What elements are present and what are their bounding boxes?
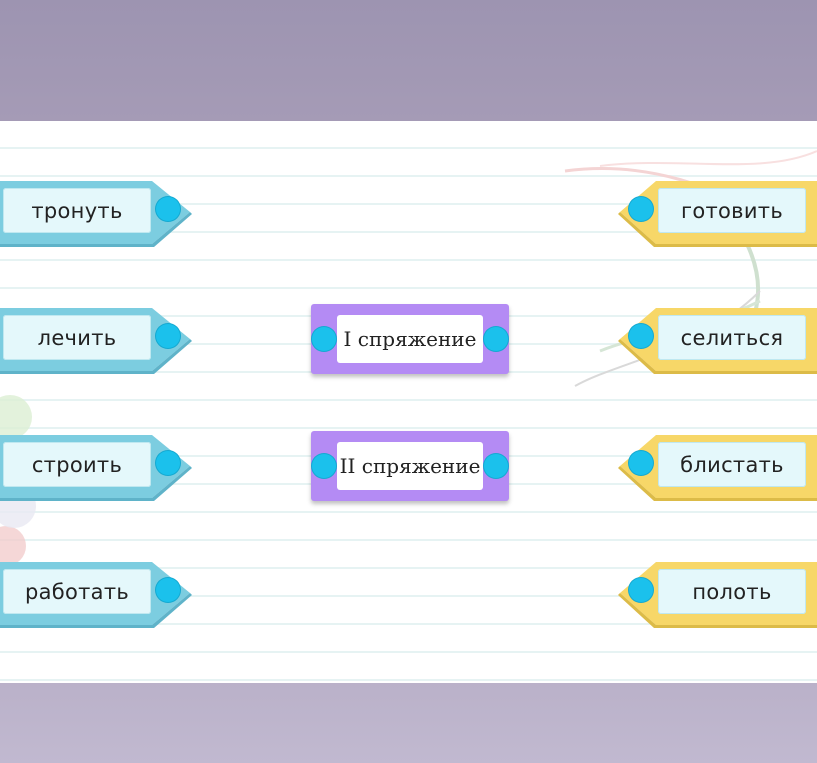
word-tag-right[interactable]: полоть: [618, 559, 817, 629]
word-label: полоть: [658, 569, 806, 614]
connector-dot[interactable]: [484, 327, 508, 351]
connector-dot[interactable]: [629, 197, 653, 221]
matching-board: тронуть лечить строить работать I спряже…: [0, 121, 817, 683]
word-tag-left[interactable]: работать: [0, 559, 192, 629]
word-label: тронуть: [3, 188, 151, 233]
category-label: II спряжение: [337, 442, 483, 490]
word-label: лечить: [3, 315, 151, 360]
connector-dot[interactable]: [629, 324, 653, 348]
word-label: селиться: [658, 315, 806, 360]
connector-dot[interactable]: [156, 197, 180, 221]
word-tag-left[interactable]: строить: [0, 432, 192, 502]
connector-dot[interactable]: [629, 578, 653, 602]
top-band: [0, 0, 817, 121]
word-label: работать: [3, 569, 151, 614]
connector-dot[interactable]: [484, 454, 508, 478]
category-box[interactable]: II спряжение: [311, 431, 509, 501]
connector-dot[interactable]: [629, 451, 653, 475]
word-tag-left[interactable]: тронуть: [0, 178, 192, 248]
word-tag-right[interactable]: готовить: [618, 178, 817, 248]
word-tag-right[interactable]: селиться: [618, 305, 817, 375]
word-label: строить: [3, 442, 151, 487]
category-label: I спряжение: [337, 315, 483, 363]
connector-dot[interactable]: [312, 454, 336, 478]
category-box[interactable]: I спряжение: [311, 304, 509, 374]
word-tag-left[interactable]: лечить: [0, 305, 192, 375]
bottom-band: [0, 683, 817, 763]
connector-dot[interactable]: [312, 327, 336, 351]
word-tag-right[interactable]: блистать: [618, 432, 817, 502]
word-label: блистать: [658, 442, 806, 487]
connector-dot[interactable]: [156, 324, 180, 348]
word-label: готовить: [658, 188, 806, 233]
connector-dot[interactable]: [156, 451, 180, 475]
connector-dot[interactable]: [156, 578, 180, 602]
